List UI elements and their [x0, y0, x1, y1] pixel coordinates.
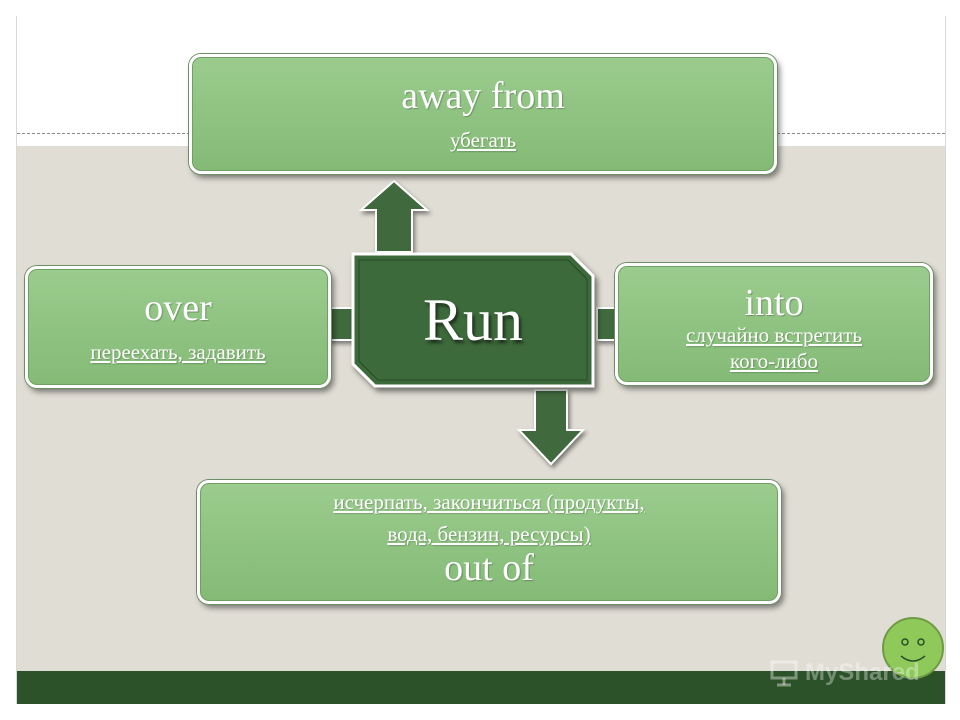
meaning-into-line1: случайно встретить — [686, 323, 862, 347]
box-out-of: исчерпать, закончиться (продукты, вода, … — [197, 480, 781, 604]
phrase-out-of: out of — [444, 547, 534, 589]
center-box-shape — [351, 252, 595, 388]
watermark: MyShared — [769, 656, 945, 690]
center-run-box: Run — [349, 250, 597, 390]
meaning-away-from: убегать — [449, 128, 517, 152]
arrow-up-icon — [358, 179, 430, 253]
box-into: into случайно встретить кого-либо — [615, 263, 933, 385]
meaning-out-of-line1: исчерпать, закончиться (продукты, — [333, 490, 645, 514]
meaning-into-line2: кого-либо — [729, 349, 819, 373]
box-over: over переехать, задавить — [25, 266, 331, 388]
smiley-icon — [882, 617, 944, 679]
box-away-from: away from убегать — [189, 54, 777, 174]
meaning-out-of-line2: вода, бензин, ресурсы) — [387, 522, 591, 546]
presentation-icon — [770, 660, 798, 687]
phrase-away-from: away from — [401, 75, 565, 117]
phrase-into: into — [744, 282, 804, 324]
meaning-over: переехать, задавить — [90, 340, 266, 364]
phrase-over: over — [144, 287, 212, 329]
slide: away from убегать over переехать, задави… — [16, 16, 946, 704]
footer-bar — [17, 671, 945, 704]
watermark-text: MyShared — [805, 659, 920, 686]
center-word-run: Run — [422, 286, 524, 353]
arrow-down-icon — [516, 389, 586, 466]
